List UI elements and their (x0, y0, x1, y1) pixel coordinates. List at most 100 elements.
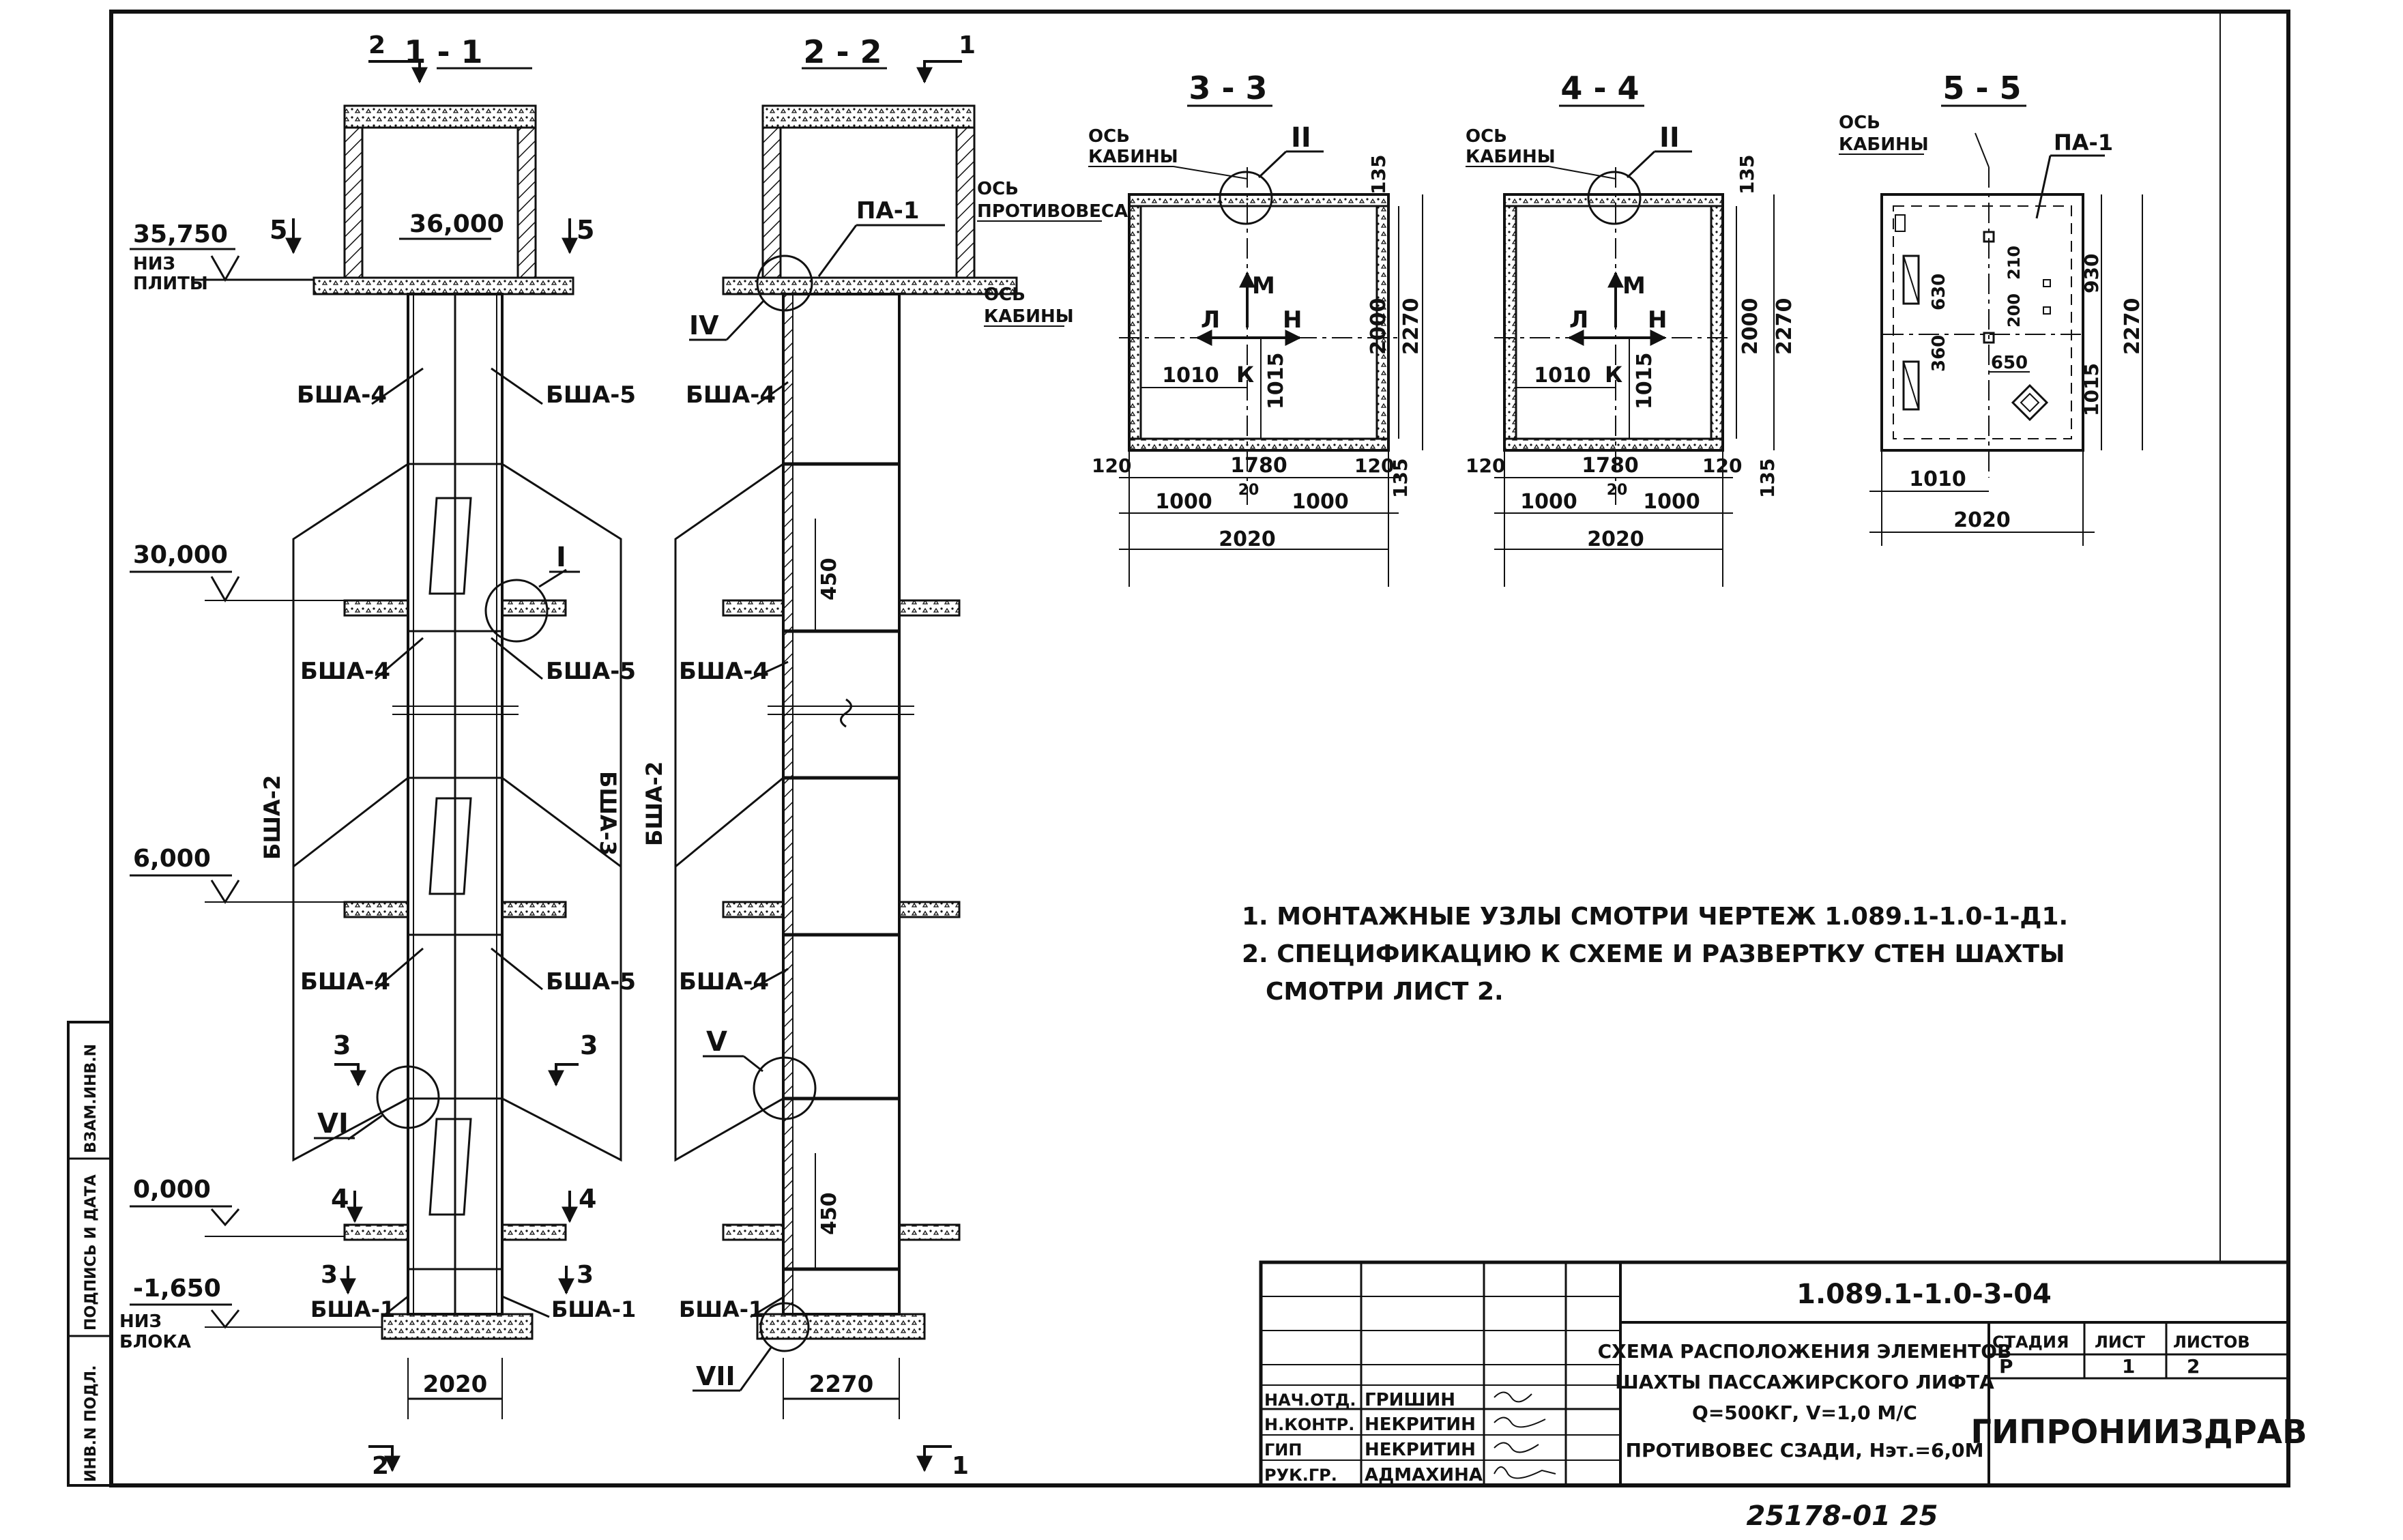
plan5-axis-kabiny: КАБИНЫ (1839, 134, 1929, 155)
section-1-1: 1 - 1 2 5 5 35,750 НИЗ ПЛИТЫ 36,000 (119, 31, 636, 1480)
plan4-letter-M: M (1622, 272, 1646, 300)
section-5-5: 5 - 5 ОСЬ КАБИНЫ ПА-1 630 360 210 200 65… (1839, 70, 2144, 546)
cut-1-bottom: 1 (952, 1452, 969, 1480)
label-pa1-2-2: ПА-1 (856, 197, 920, 224)
cut-3-right: 3 (580, 1030, 598, 1060)
stage-value: Р (1999, 1355, 2013, 1378)
plan4-letter-L: Л (1569, 306, 1588, 334)
plan3-letter-L: Л (1201, 306, 1220, 334)
cut-4-right: 4 (579, 1184, 596, 1214)
title-line-1: СХЕМА РАСПОЛОЖЕНИЯ ЭЛЕМЕНТОВ (1598, 1340, 2012, 1363)
node-I: I (556, 542, 566, 573)
cut-2-top-label: 2 (368, 31, 385, 59)
notes: 1. МОНТАЖНЫЕ УЗЛЫ СМОТРИ ЧЕРТЕЖ 1.089.1-… (1242, 903, 2068, 1006)
plan4-dim-1780: 1780 (1582, 454, 1639, 478)
label-bsha4-2-a: БША-4 (686, 381, 776, 409)
sheets-header: ЛИСТОВ (2173, 1333, 2250, 1352)
section-4-4: 4 - 4 M Л Н К II ОСЬ КАБИНЫ 1010 1015 20… (1466, 70, 1796, 587)
signature-2 (1494, 1442, 1539, 1453)
side-stamp: ВЗАМ.ИНВ.N ПОДПИСЬ И ДАТА ИНВ.N ПОДЛ. (67, 1021, 113, 1487)
sheet-value: 1 (2122, 1355, 2135, 1378)
plan3-dim-120-r: 120 (1354, 454, 1394, 477)
plan5-label-pa1: ПА-1 (2054, 130, 2113, 156)
plan4-dim-2270: 2270 (1773, 298, 1796, 355)
node-IV: IV (689, 310, 719, 340)
label-bsha2: БША-2 (259, 775, 285, 860)
cut-2-bottom: 2 (372, 1452, 389, 1480)
plan5-dim-210: 210 (2005, 246, 2024, 280)
plan4-dim-1010: 1010 (1534, 364, 1591, 388)
name-3: АДМАХИНА (1365, 1465, 1483, 1485)
niz-plity-1: НИЗ (133, 254, 175, 274)
title-line-3: Q=500КГ, V=1,0 М/С (1692, 1401, 1917, 1424)
side-stamp-podpis: ПОДПИСЬ И ДАТА (83, 1174, 100, 1331)
section-5-5-title: 5 - 5 (1942, 70, 2021, 106)
dim-2-2-2270: 2270 (809, 1371, 874, 1398)
plan4-dim-2000: 2000 (1738, 298, 1762, 355)
cut-5-right: 5 (577, 215, 594, 245)
role-1: Н.КОНТР. (1264, 1415, 1354, 1434)
plan5-dim-2020: 2020 (1953, 508, 2011, 532)
org-name: ГИПРОНИИЗДРАВ (1970, 1413, 2307, 1451)
plan5-dim-1015: 1015 (2080, 363, 2103, 416)
plan4-axis-kabiny: КАБИНЫ (1466, 147, 1556, 167)
plan4-dim-135-top: 135 (1736, 155, 1758, 194)
plan3-dim-2270: 2270 (1399, 298, 1423, 355)
label-bsha5-1: БША-5 (546, 381, 636, 409)
signature-1 (1494, 1416, 1546, 1428)
node-VII: VII (696, 1361, 736, 1391)
plan3-dim-2020: 2020 (1219, 527, 1276, 551)
plan3-dim-120-l: 120 (1092, 454, 1131, 477)
axis-os-cab: ОСЬ (984, 285, 1025, 305)
signature-0 (1494, 1391, 1532, 1403)
section-1-1-title: 1 - 1 (404, 33, 482, 70)
role-0: НАЧ.ОТД. (1264, 1391, 1356, 1410)
plan4-dim-1000-r: 1000 (1643, 490, 1700, 514)
plan5-dim-200: 200 (2005, 293, 2024, 328)
label-bsha1-right: БША-1 (551, 1296, 636, 1322)
section-3-3-title: 3 - 3 (1189, 70, 1267, 106)
cut-3-left: 3 (333, 1030, 351, 1060)
level-30000: 30,000 (133, 541, 228, 569)
plan3-node-II: II (1291, 122, 1311, 154)
plan4-dim-135-bot: 135 (1756, 459, 1779, 498)
node-VI: VI (317, 1108, 349, 1139)
plan3-axis-os: ОСЬ (1088, 126, 1130, 147)
label-bsha5-3: БША-5 (546, 968, 636, 996)
plan3-dim-20: 20 (1238, 482, 1259, 499)
dim-450-lower: 450 (817, 1192, 841, 1235)
section-4-4-title: 4 - 4 (1560, 70, 1639, 106)
plan3-dim-1000-r: 1000 (1292, 490, 1349, 514)
axis-protivovesa: ПРОТИВОВЕСА (977, 201, 1128, 222)
name-0: ГРИШИН (1365, 1390, 1455, 1410)
cut-3b-left: 3 (321, 1261, 338, 1289)
label-bsha2-2-2: БША-2 (641, 761, 667, 846)
side-stamp-vzam: ВЗАМ.ИНВ.N (83, 1044, 100, 1153)
axis-kabiny-cab: КАБИНЫ (984, 306, 1074, 327)
plan5-dim-630: 630 (1929, 274, 1949, 310)
name-1: НЕКРИТИН (1365, 1414, 1476, 1435)
plan4-axis-os: ОСЬ (1466, 126, 1507, 147)
side-stamp-inv: ИНВ.N ПОДЛ. (83, 1365, 100, 1482)
plan4-dim-1000-l: 1000 (1520, 490, 1577, 514)
role-3: РУК.ГР. (1264, 1466, 1337, 1485)
niz-bloka-1: НИЗ (119, 1311, 162, 1332)
plan4-dim-1015: 1015 (1633, 353, 1657, 410)
title-line-4: ПРОТИВОВЕС СЗАДИ, Нэт.=6,0М (1626, 1439, 1984, 1462)
plan5-dim-1010: 1010 (1909, 467, 1966, 491)
cut-4-left: 4 (331, 1184, 349, 1214)
plan5-dim-2270: 2270 (2121, 298, 2144, 355)
section-2-2-title: 2 - 2 (803, 33, 882, 70)
label-bsha3: БША-3 (595, 771, 621, 856)
sheet-frame (109, 10, 2290, 1487)
note-1: 1. МОНТАЖНЫЕ УЗЛЫ СМОТРИ ЧЕРТЕЖ 1.089.1-… (1242, 903, 2068, 931)
node-V: V (706, 1026, 727, 1058)
plan3-letter-K: К (1236, 362, 1254, 388)
niz-bloka-2: БЛОКА (119, 1332, 191, 1352)
label-bsha4-2: БША-4 (300, 658, 390, 685)
footer-number: 25178-01 25 (1746, 1500, 1938, 1532)
label-bsha4-3: БША-4 (300, 968, 390, 996)
plan3-dim-135-top: 135 (1367, 155, 1390, 194)
title-block: НАЧ.ОТД. Н.КОНТР. ГИП РУК.ГР. ГРИШИН НЕК… (1259, 1260, 2307, 1487)
dim-1-1-2020: 2020 (423, 1371, 488, 1398)
